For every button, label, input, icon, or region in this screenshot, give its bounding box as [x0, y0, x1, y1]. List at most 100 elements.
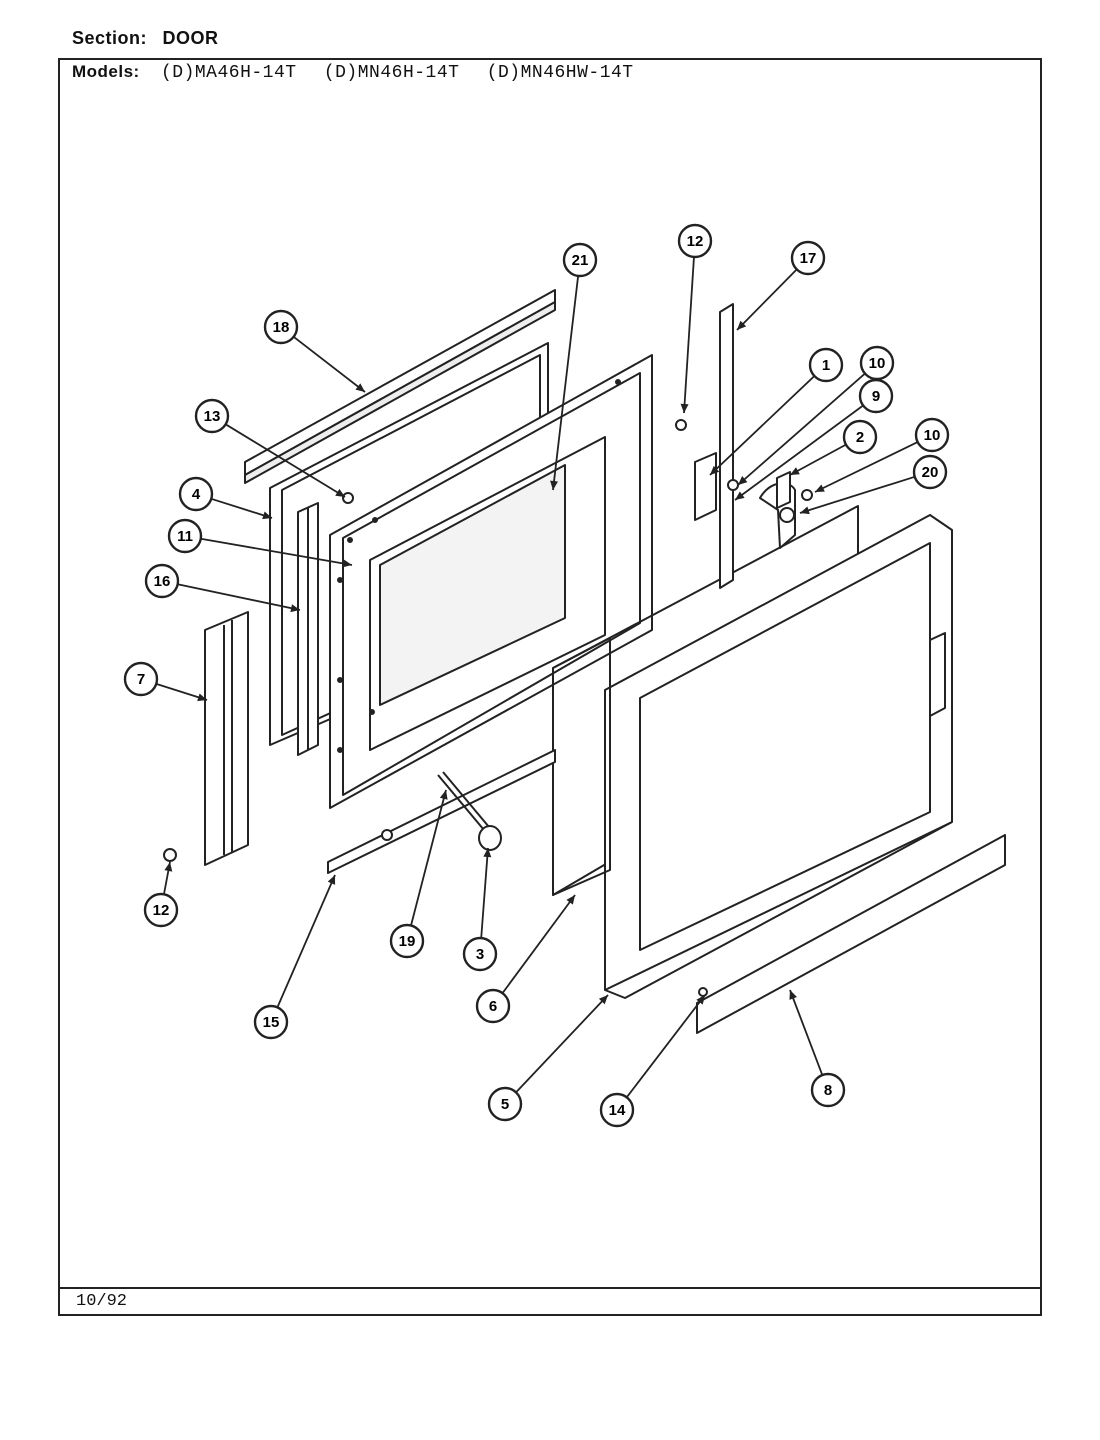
- callout-number: 3: [476, 946, 484, 963]
- callout-circle: [842, 419, 878, 455]
- callout-number: 16: [154, 573, 171, 590]
- model-number: (D)MN46H-14T: [323, 63, 460, 83]
- callout-leader-line: [552, 275, 580, 491]
- callout-arrowhead: [439, 790, 448, 800]
- callout-leader-line: [734, 404, 864, 501]
- callout-arrowhead: [737, 320, 747, 330]
- inner-door-panel: [329, 354, 653, 809]
- callout-arrowhead: [696, 995, 705, 1005]
- side-seal-strip: [297, 502, 319, 756]
- callout-arrowhead: [598, 995, 608, 1005]
- callout-circle: [790, 240, 826, 276]
- door-hinge: [204, 611, 249, 866]
- callout-circle: [810, 1072, 846, 1108]
- section-heading: Section: DOOR: [72, 28, 219, 49]
- callout-circle: [599, 1092, 635, 1128]
- hinge-bracket: [694, 452, 717, 521]
- section-label: Section:: [72, 28, 148, 48]
- diagram-frame: [58, 58, 1042, 1316]
- callout-circle: [562, 242, 598, 278]
- callout-number: 19: [399, 933, 416, 950]
- callout-number: 9: [872, 388, 880, 405]
- door-glass-pane: [552, 637, 611, 896]
- handle-trim-strip: [696, 834, 1006, 1034]
- callout-leader-line: [789, 989, 824, 1076]
- callout-number: 7: [137, 671, 145, 688]
- callout-leader-line: [789, 443, 847, 476]
- callout-arrowhead: [815, 484, 825, 492]
- outer-door-frame: [604, 514, 953, 999]
- callout-number: 13: [204, 408, 221, 425]
- callout-leader-line: [626, 994, 706, 1098]
- callout-arrowhead: [483, 848, 492, 858]
- callout-arrowhead: [327, 875, 336, 885]
- callout-number: 1: [822, 357, 830, 374]
- callout-arrowhead: [789, 990, 797, 1000]
- callout-arrowhead: [735, 491, 745, 500]
- callout-arrowhead: [290, 604, 300, 613]
- callout-leader-line: [293, 336, 366, 393]
- callout-circle: [858, 378, 894, 414]
- callout-number: 6: [489, 998, 497, 1015]
- callout-circle: [677, 223, 713, 259]
- callout-arrowhead: [342, 559, 352, 568]
- callout-number: 21: [572, 252, 589, 269]
- callout-leader-line: [737, 372, 866, 486]
- door-pin: [437, 771, 490, 831]
- callout-leader-line: [225, 423, 346, 498]
- callout-number: 15: [263, 1014, 280, 1031]
- door-stop-bumper: [478, 825, 502, 851]
- callout-arrowhead: [164, 862, 173, 872]
- callout-circle: [263, 309, 299, 345]
- callout-leader-line: [799, 475, 916, 514]
- callout-leader-line: [210, 497, 273, 519]
- callout-number: 5: [501, 1096, 509, 1113]
- callout-number: 10: [924, 427, 941, 444]
- callout-circle: [123, 661, 159, 697]
- callout-leader-line: [814, 441, 919, 493]
- section-value: DOOR: [162, 28, 219, 48]
- callout-number: 18: [273, 319, 290, 336]
- callout-circle: [462, 936, 498, 972]
- callout-circle: [253, 1004, 289, 1040]
- callout-arrowhead: [262, 511, 272, 520]
- callout-arrowhead: [355, 383, 365, 392]
- callout-circle: [914, 417, 950, 453]
- callout-arrowhead: [710, 465, 720, 475]
- models-heading: Models: (D)MA46H-14T (D)MN46H-14T (D)MN4…: [72, 62, 656, 83]
- callout-arrowhead: [800, 506, 810, 515]
- callout-number: 14: [609, 1102, 626, 1119]
- callout-number: 12: [687, 233, 704, 250]
- model-number: (D)MN46HW-14T: [486, 63, 634, 83]
- hinge-rod: [719, 303, 734, 589]
- models-label: Models:: [72, 62, 140, 81]
- callout-circle: [143, 892, 179, 928]
- footer-divider: [58, 1287, 1042, 1289]
- callout-number: 17: [800, 250, 817, 267]
- callout-number: 2: [856, 429, 864, 446]
- callout-circle: [475, 988, 511, 1024]
- callout-number: 20: [922, 464, 939, 481]
- callout-leader-line: [501, 894, 576, 994]
- top-trim-strip: [244, 289, 556, 484]
- callout-arrowhead: [335, 488, 345, 497]
- callout-circle: [808, 347, 844, 383]
- callout-circle: [912, 454, 948, 490]
- callout-circle: [487, 1086, 523, 1122]
- door-latch: [759, 471, 796, 549]
- bottom-trim-bar: [327, 749, 556, 874]
- callout-leader-line: [683, 256, 695, 414]
- callout-circle: [389, 923, 425, 959]
- callout-circle: [194, 398, 230, 434]
- callout-circle: [167, 518, 203, 554]
- revision-date: 10/92: [76, 1292, 128, 1311]
- callout-leader-line: [200, 537, 353, 566]
- callout-number: 11: [177, 528, 193, 545]
- callout-number: 4: [192, 486, 201, 503]
- callout-number: 10: [869, 355, 886, 372]
- callout-leader-line: [276, 874, 336, 1008]
- callout-leader-line: [410, 789, 447, 926]
- callout-leader-line: [736, 268, 798, 331]
